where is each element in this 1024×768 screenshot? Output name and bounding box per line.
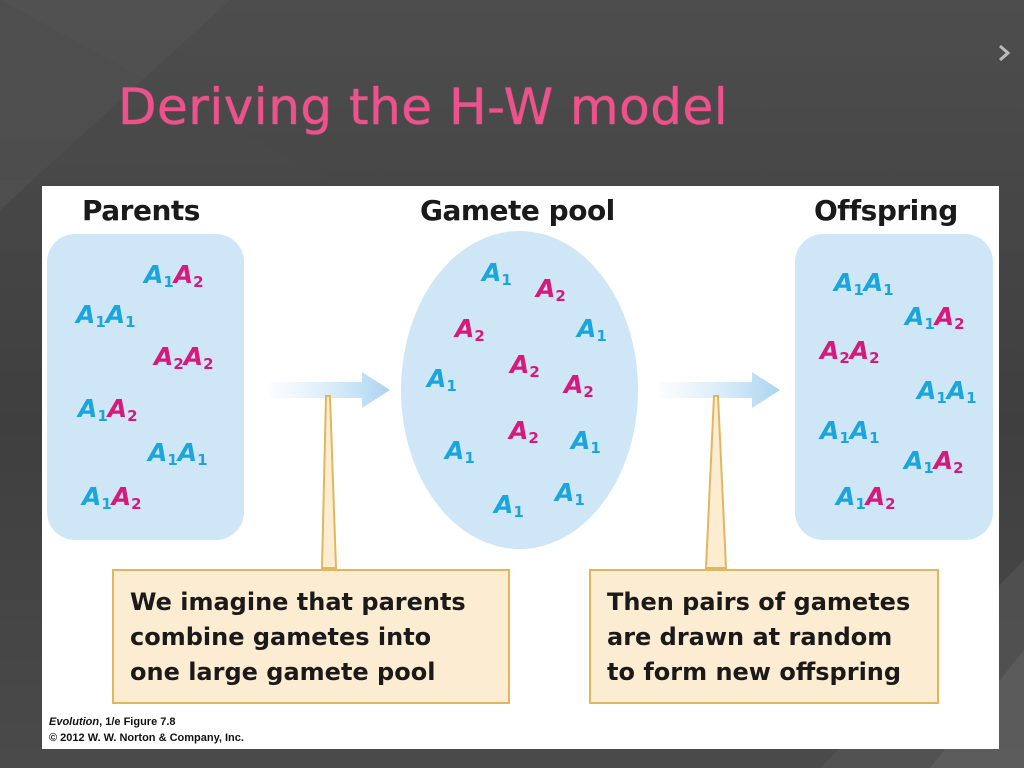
allele-A1: A1: [427, 364, 457, 395]
gamete: A1: [482, 260, 512, 288]
callout-right-pointer: [704, 395, 728, 569]
credit-edition: , 1/e Figure 7.8: [99, 716, 176, 728]
allele-A1: A1: [836, 482, 866, 513]
allele-A1: A1: [148, 438, 178, 469]
heading-parents: Parents: [82, 194, 200, 227]
gamete: A2: [510, 352, 540, 380]
callout-left-pointer: [320, 395, 338, 569]
parent-genotype: A1A1: [76, 302, 136, 330]
allele-A2: A2: [183, 342, 214, 373]
allele-A2: A2: [564, 370, 594, 401]
offspring-genotype: A1A2: [904, 448, 964, 476]
allele-A1: A1: [946, 376, 977, 407]
slide-title: Deriving the H-W model: [118, 78, 729, 136]
allele-A2: A2: [820, 336, 850, 367]
gamete: A1: [494, 492, 524, 520]
allele-A1: A1: [555, 478, 585, 509]
allele-A1: A1: [917, 376, 947, 407]
allele-A2: A2: [933, 446, 964, 477]
offspring-genotype: A1A1: [820, 418, 880, 446]
allele-A1: A1: [863, 268, 894, 299]
allele-A1: A1: [144, 260, 174, 291]
parents-panel: [47, 234, 244, 540]
allele-A1: A1: [482, 258, 512, 289]
offspring-genotype: A1A2: [905, 304, 965, 332]
allele-A1: A1: [82, 482, 112, 513]
allele-A1: A1: [571, 426, 601, 457]
gamete-pool-ellipse: [401, 231, 638, 549]
allele-A1: A1: [834, 268, 864, 299]
allele-A1: A1: [577, 314, 607, 345]
allele-A1: A1: [905, 302, 935, 333]
callout-left-line-3: one large gamete pool: [130, 658, 436, 686]
gamete: A1: [427, 366, 457, 394]
gamete: A1: [445, 438, 475, 466]
callout-right-line-2: are drawn at random: [607, 623, 893, 651]
allele-A1: A1: [445, 436, 475, 467]
offspring-genotype: A2A2: [820, 338, 880, 366]
allele-A1: A1: [76, 300, 106, 331]
allele-A2: A2: [173, 260, 204, 291]
callout-right-line-1: Then pairs of gametes: [607, 588, 911, 616]
gamete: A2: [509, 418, 539, 446]
offspring-genotype: A1A1: [917, 378, 977, 406]
gamete: A1: [577, 316, 607, 344]
callout-left-line-1: We imagine that parents: [130, 588, 466, 616]
gamete: A2: [455, 316, 485, 344]
callout-left: We imagine that parents combine gametes …: [112, 569, 510, 704]
allele-A1: A1: [177, 438, 208, 469]
allele-A2: A2: [536, 274, 566, 305]
allele-A2: A2: [154, 342, 184, 373]
allele-A2: A2: [509, 416, 539, 447]
parent-genotype: A1A2: [78, 396, 138, 424]
offspring-genotype: A1A1: [834, 270, 894, 298]
heading-offspring: Offspring: [814, 194, 958, 227]
figure-credit: Evolution, 1/e Figure 7.8 © 2012 W. W. N…: [49, 714, 244, 746]
offspring-genotype: A1A2: [836, 484, 896, 512]
allele-A1: A1: [78, 394, 108, 425]
heading-gamete-pool: Gamete pool: [420, 194, 615, 227]
allele-A2: A2: [865, 482, 896, 513]
credit-book: Evolution: [49, 716, 100, 728]
callout-left-line-2: combine gametes into: [130, 623, 432, 651]
gamete: A2: [564, 372, 594, 400]
allele-A1: A1: [904, 446, 934, 477]
allele-A2: A2: [934, 302, 965, 333]
allele-A1: A1: [820, 416, 850, 447]
allele-A1: A1: [105, 300, 136, 331]
allele-A2: A2: [455, 314, 485, 345]
parent-genotype: A2A2: [154, 344, 214, 372]
callout-right: Then pairs of gametes are drawn at rando…: [589, 569, 939, 704]
arrow-parents-to-pool-icon: [270, 372, 390, 408]
allele-A1: A1: [494, 490, 524, 521]
allele-A2: A2: [111, 482, 142, 513]
credit-copyright: © 2012 W. W. Norton & Company, Inc.: [49, 732, 244, 744]
parent-genotype: A1A1: [148, 440, 208, 468]
gamete: A1: [571, 428, 601, 456]
arrow-pool-to-offspring-icon: [660, 372, 780, 408]
parent-genotype: A1A2: [144, 262, 204, 290]
allele-A2: A2: [107, 394, 138, 425]
allele-A2: A2: [849, 336, 880, 367]
gamete: A1: [555, 480, 585, 508]
allele-A2: A2: [510, 350, 540, 381]
gamete: A2: [536, 276, 566, 304]
parent-genotype: A1A2: [82, 484, 142, 512]
allele-A1: A1: [849, 416, 880, 447]
offspring-panel: [795, 234, 993, 540]
callout-right-line-3: to form new offspring: [607, 658, 902, 686]
